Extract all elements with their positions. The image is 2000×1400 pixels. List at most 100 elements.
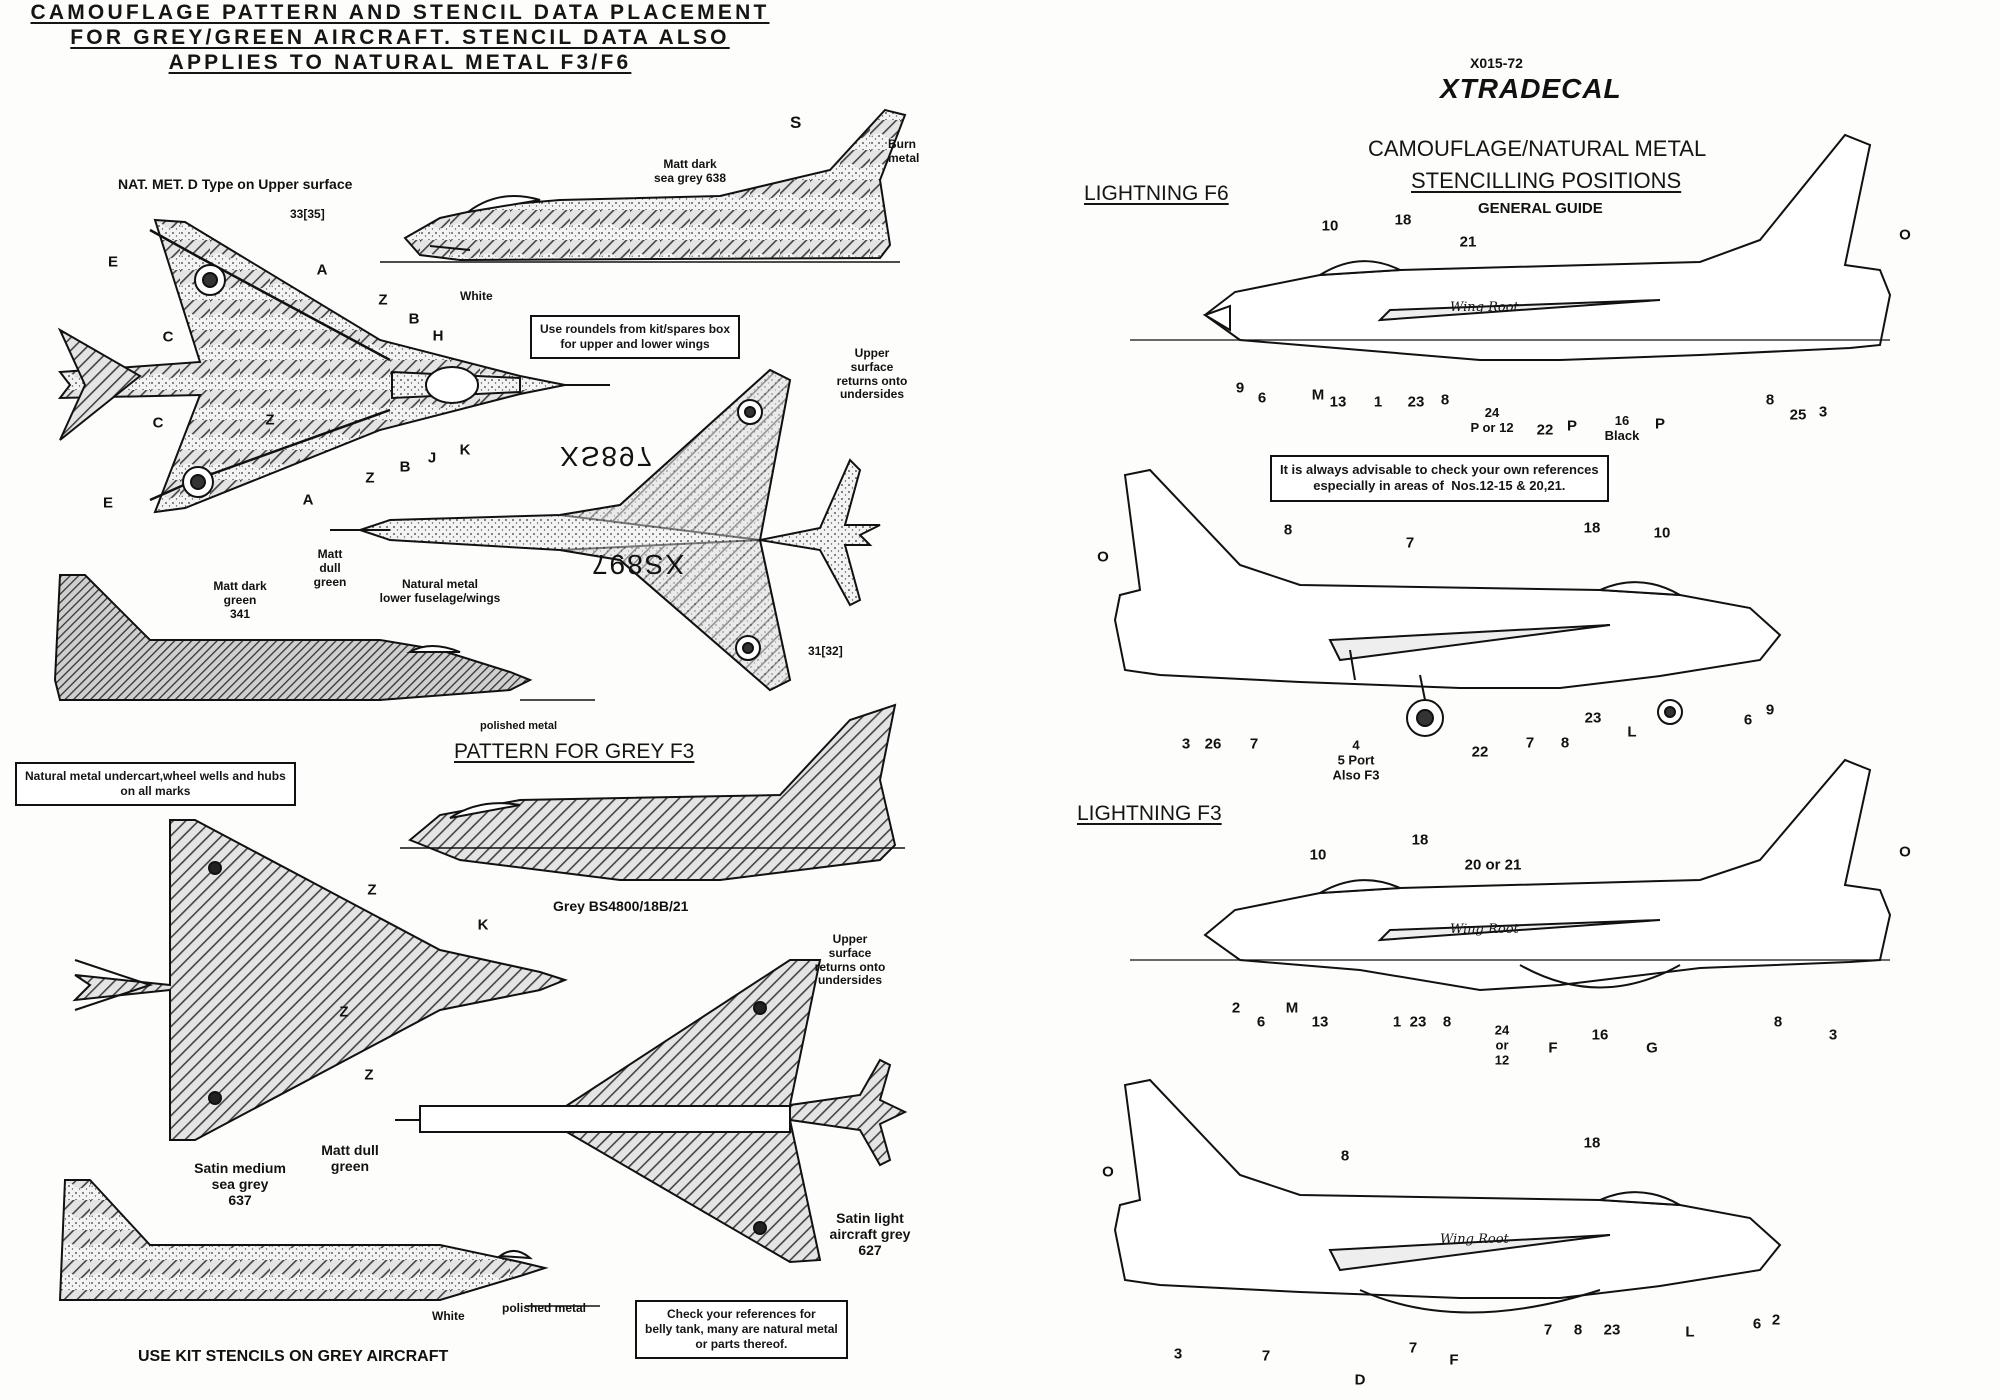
profile-camo-top xyxy=(380,108,907,263)
f6-top-callout: 24 P or 12 xyxy=(1470,405,1514,435)
f6-top-callout: 1 xyxy=(1373,393,1383,411)
f3-side-callout: 7 xyxy=(1543,1321,1553,1339)
title-marker: S xyxy=(790,113,802,132)
pattern-grey-f3-heading: PATTERN FOR GREY F3 xyxy=(454,740,695,763)
left-title-line-3: APPLIES TO NATURAL METAL F3/F6 xyxy=(168,51,632,74)
f3-side-callout: 8 xyxy=(1340,1147,1350,1165)
f6-side-callout: 7 xyxy=(1405,534,1415,552)
f3-side-callout: 23 xyxy=(1603,1321,1621,1339)
plan-view-grey xyxy=(72,819,568,1141)
f6-side-callout: 26 xyxy=(1204,735,1222,753)
plan-view-camo xyxy=(57,218,610,514)
advice-box: It is always advisable to check your own… xyxy=(1270,455,1609,502)
f3-top-callout: G xyxy=(1646,1039,1658,1057)
plan-letter: H xyxy=(432,327,444,345)
nat-met-note: NAT. MET. D Type on Upper surface xyxy=(118,176,353,192)
f6-side-callout: 3 xyxy=(1181,735,1191,753)
f6-top-callout: 8 xyxy=(1440,391,1450,409)
plan-letter: Z xyxy=(265,411,275,429)
f6-side-callout: 18 xyxy=(1583,519,1601,537)
f6-profile-top xyxy=(1130,133,1892,361)
f6-top-callout: 6 xyxy=(1257,389,1267,407)
f6-side-callout: 7 xyxy=(1525,734,1535,752)
roundels-note-box: Use roundels from kit/spares box for upp… xyxy=(530,315,741,359)
upper-returns-label-2: Upper surface returns onto undersides xyxy=(814,932,886,988)
f6-top-callout: P xyxy=(1654,415,1666,433)
profile-bottom-left xyxy=(58,1179,600,1307)
plan-letter: A xyxy=(316,261,328,279)
profile-green xyxy=(53,574,595,701)
wing-root-f3-top: Wing Root xyxy=(1450,922,1519,937)
f6-side-callout: 10 xyxy=(1653,524,1671,542)
matt-dark-sea-grey-label: Matt dark sea grey 638 xyxy=(653,157,727,185)
serial-text-upside-down: XS897 xyxy=(590,549,685,581)
plan-letter: B xyxy=(399,458,411,476)
lightning-f3-heading: LIGHTNING F3 xyxy=(1077,802,1222,825)
f3-top-callout: 2 xyxy=(1231,999,1241,1017)
f6-side-callout: 4 5 Port Also F3 xyxy=(1332,737,1380,783)
kit-stencils-note: USE KIT STENCILS ON GREY AIRCRAFT xyxy=(138,1348,449,1365)
left-title-line-2: FOR GREY/GREEN AIRCRAFT. STENCIL DATA AL… xyxy=(70,26,730,49)
f3-top-callout: 16 xyxy=(1591,1026,1609,1044)
f3-profile-side xyxy=(1113,1078,1782,1314)
polished-metal-label: polished metal xyxy=(480,720,558,732)
f3-top-callout: 8 xyxy=(1773,1013,1783,1031)
f3-top-callout: 10 xyxy=(1309,846,1327,864)
plan-letter: Z xyxy=(365,469,375,487)
f6-side-callout: 7 xyxy=(1249,735,1259,753)
f6-top-callout: 25 xyxy=(1789,406,1807,424)
matt-dull-green-label-2: Matt dull green xyxy=(321,1142,379,1175)
f3-side-callout: 3 xyxy=(1173,1345,1183,1363)
f3-profile-top xyxy=(1130,758,1892,992)
lightning-f6-heading: LIGHTNING F6 xyxy=(1084,182,1229,205)
plan-letter: C xyxy=(162,328,174,346)
upper-returns-label-1: Upper surface returns onto undersides xyxy=(836,346,908,402)
grey-bs-label: Grey BS4800/18B/21 xyxy=(553,898,689,914)
f6-top-callout: 3 xyxy=(1818,403,1828,421)
f3-top-callout: 3 xyxy=(1828,1026,1838,1044)
f3-top-callout: 8 xyxy=(1442,1013,1452,1031)
belly-note-box: Check your references for belly tank, ma… xyxy=(635,1300,848,1359)
satin-medium-label: Satin medium sea grey 637 xyxy=(194,1160,286,1209)
f6-side-callout: O xyxy=(1097,548,1109,566)
left-title-line-1: CAMOUFLAGE PATTERN AND STENCIL DATA PLAC… xyxy=(30,1,770,24)
serial-top: 33[35] xyxy=(290,207,325,221)
f3-side-callout: 7 xyxy=(1261,1347,1271,1365)
f3-top-callout: M xyxy=(1285,999,1299,1017)
f6-side-callout: 6 xyxy=(1743,711,1753,729)
grey-plan-letter: Z xyxy=(367,881,377,899)
burn-metal-label: Burn metal xyxy=(888,137,920,165)
f3-side-callout: 7 xyxy=(1408,1339,1418,1357)
f3-top-callout: 1 xyxy=(1392,1013,1402,1031)
f6-side-callout: 8 xyxy=(1560,734,1570,752)
f3-side-callout: 8 xyxy=(1573,1321,1583,1339)
f3-side-callout: 6 xyxy=(1752,1315,1762,1333)
matt-dark-green-label: Matt dark green 341 xyxy=(213,579,267,621)
plan-letter: J xyxy=(427,449,437,467)
serial-bottom: 31[32] xyxy=(808,644,843,658)
f3-top-callout: F xyxy=(1548,1039,1558,1057)
serial-text-mirrored: XS897 xyxy=(560,441,655,473)
f6-top-callout: O xyxy=(1899,226,1911,244)
f3-side-callout: F xyxy=(1449,1351,1459,1369)
f3-top-callout: 6 xyxy=(1256,1013,1266,1031)
f3-top-callout: 20 or 21 xyxy=(1464,856,1522,874)
undercart-note-box: Natural metal undercart,wheel wells and … xyxy=(15,762,296,806)
f6-top-callout: 23 xyxy=(1407,393,1425,411)
right-heading-2: STENCILLING POSITIONS xyxy=(1411,168,1682,193)
f6-top-callout: 10 xyxy=(1321,217,1339,235)
f6-top-callout: 18 xyxy=(1394,211,1412,229)
f6-top-callout: M xyxy=(1311,386,1325,404)
f6-top-callout: 21 xyxy=(1459,233,1477,251)
satin-light-label: Satin light aircraft grey 627 xyxy=(829,1210,911,1259)
right-heading-1: CAMOUFLAGE/NATURAL METAL xyxy=(1368,136,1707,161)
f3-side-callout: 2 xyxy=(1771,1311,1781,1329)
plan-letter: E xyxy=(107,253,119,271)
plan-view-underside xyxy=(330,368,881,692)
f3-side-callout: L xyxy=(1685,1323,1695,1341)
f6-top-callout: 13 xyxy=(1329,393,1347,411)
f6-side-callout: 8 xyxy=(1283,521,1293,539)
f6-top-callout: 9 xyxy=(1235,379,1245,397)
natural-metal-lower-label: Natural metal lower fuselage/wings xyxy=(379,577,501,605)
xtradecal-logo: XTRADECAL xyxy=(1440,73,1622,104)
